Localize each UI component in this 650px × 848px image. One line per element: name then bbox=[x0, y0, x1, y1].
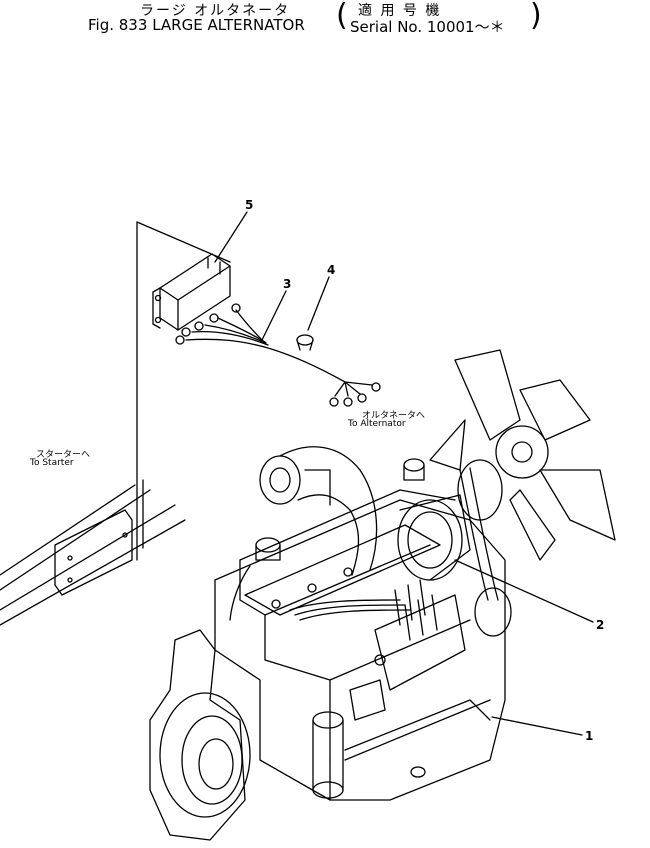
drain-plug bbox=[410, 766, 426, 778]
breather-cap bbox=[403, 458, 425, 481]
title-japanese: ラージ オルタネータ bbox=[140, 0, 290, 20]
cooling-fan bbox=[429, 349, 616, 561]
applicable-jp-text: 適 用 号 機 bbox=[358, 3, 442, 19]
to-alternator-en: To Alternator bbox=[348, 419, 406, 429]
valve-cover bbox=[244, 524, 441, 616]
open-paren: ( bbox=[336, 0, 348, 33]
serial-number: Serial No. 10001～＊ bbox=[350, 18, 505, 36]
to-starter-en: To Starter bbox=[30, 458, 74, 468]
callout-3: 3 bbox=[283, 277, 292, 291]
title-english: LARGE ALTERNATOR bbox=[152, 16, 305, 34]
oil-filter bbox=[312, 711, 344, 799]
fan-belt bbox=[457, 459, 512, 637]
leader-lines bbox=[214, 211, 594, 736]
alternator bbox=[397, 494, 471, 581]
relay-box bbox=[152, 253, 231, 331]
figure-title: Fig. 833 LARGE ALTERNATOR bbox=[88, 16, 305, 34]
leader-5 bbox=[214, 211, 248, 263]
fig-label: Fig. 833 bbox=[88, 16, 148, 34]
oil-filler-cap bbox=[229, 537, 281, 621]
injection-pump bbox=[349, 579, 466, 721]
leader-3 bbox=[261, 290, 287, 341]
close-paren: ) bbox=[530, 0, 542, 33]
callout-4: 4 bbox=[327, 263, 336, 277]
turbocharger bbox=[259, 446, 378, 576]
frame-rails bbox=[0, 484, 186, 626]
leader-1 bbox=[491, 716, 583, 736]
callout-1: 1 bbox=[585, 729, 594, 743]
to-starter-jp: スターターへ bbox=[36, 450, 91, 460]
engine-block bbox=[214, 489, 506, 801]
to-alternator-jp: オルタネータへ bbox=[362, 411, 426, 421]
callout-5: 5 bbox=[245, 198, 254, 212]
leader-4 bbox=[307, 276, 330, 331]
callout-2: 2 bbox=[596, 618, 605, 632]
leader-2 bbox=[454, 559, 594, 623]
title-jp-text: ラージ オルタネータ bbox=[140, 3, 291, 19]
wiring-harness bbox=[175, 303, 381, 407]
applicable-jp: 適 用 号 機 bbox=[358, 0, 441, 20]
fuel-lines bbox=[289, 599, 411, 621]
clip bbox=[296, 334, 314, 351]
flywheel-housing bbox=[149, 629, 251, 841]
